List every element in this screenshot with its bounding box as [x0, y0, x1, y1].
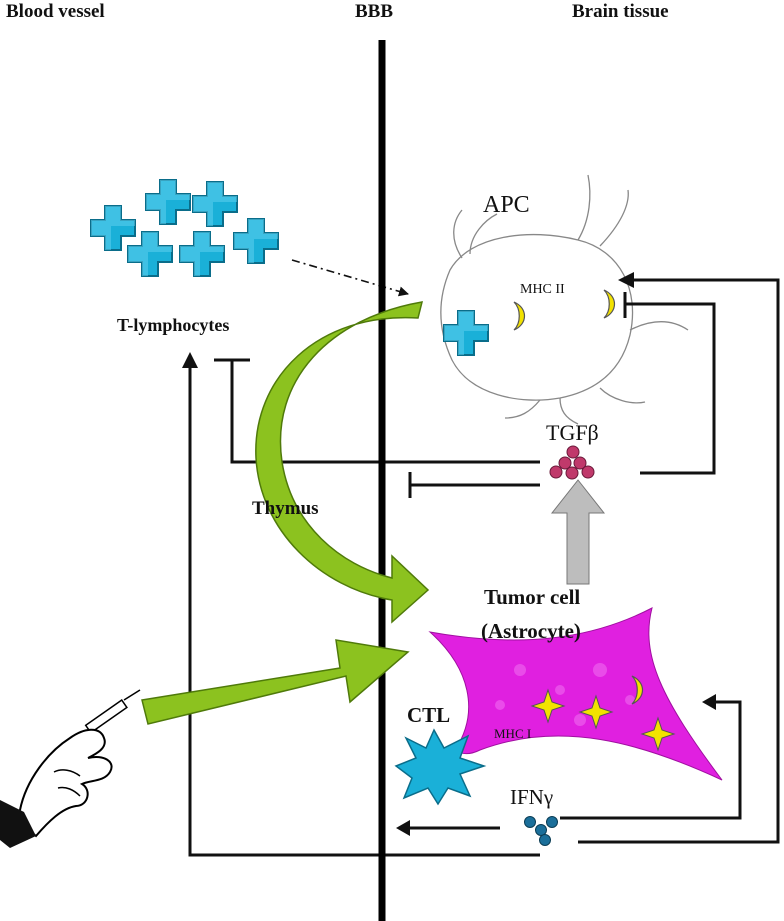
header-brain-tissue: Brain tissue [572, 1, 669, 22]
t-lymphocytes-label: T-lymphocytes [117, 315, 229, 335]
thymus-arrow [255, 301, 430, 624]
pathway-lines [188, 278, 780, 857]
pathway-arrowheads [182, 272, 716, 836]
header-bbb: BBB [355, 1, 393, 22]
t-cell-at-apc-icon [443, 310, 489, 356]
injection-arrow [141, 639, 410, 725]
mhc1-label: MHC I [494, 726, 531, 741]
thymus-label: Thymus [252, 498, 319, 519]
header-blood-vessel: Blood vessel [6, 1, 105, 22]
migration-dashed-arrow [291, 259, 409, 297]
tumor-texture [495, 663, 635, 726]
ifng-label: IFNγ [510, 785, 553, 809]
tumor-cell-label-line1: Tumor cell [484, 585, 580, 609]
tgfb-label: TGFβ [546, 420, 599, 445]
ctl-label: CTL [407, 703, 450, 727]
ctl-cell [394, 728, 487, 806]
mhc2-left-icon [513, 301, 526, 331]
tumor-to-tgfb-arrow [550, 479, 606, 585]
apc-cell [440, 174, 689, 425]
mhc2-right-icon [603, 289, 616, 319]
mhc2-label: MHC II [520, 282, 565, 297]
ifng-molecules [524, 816, 558, 846]
tgfb-molecules [549, 445, 595, 480]
tumor-cell-label-line2: (Astrocyte) [481, 619, 581, 643]
apc-label: APC [483, 192, 530, 218]
hand-with-syringe-icon [0, 689, 141, 848]
t-lymphocyte-cluster [90, 179, 279, 277]
